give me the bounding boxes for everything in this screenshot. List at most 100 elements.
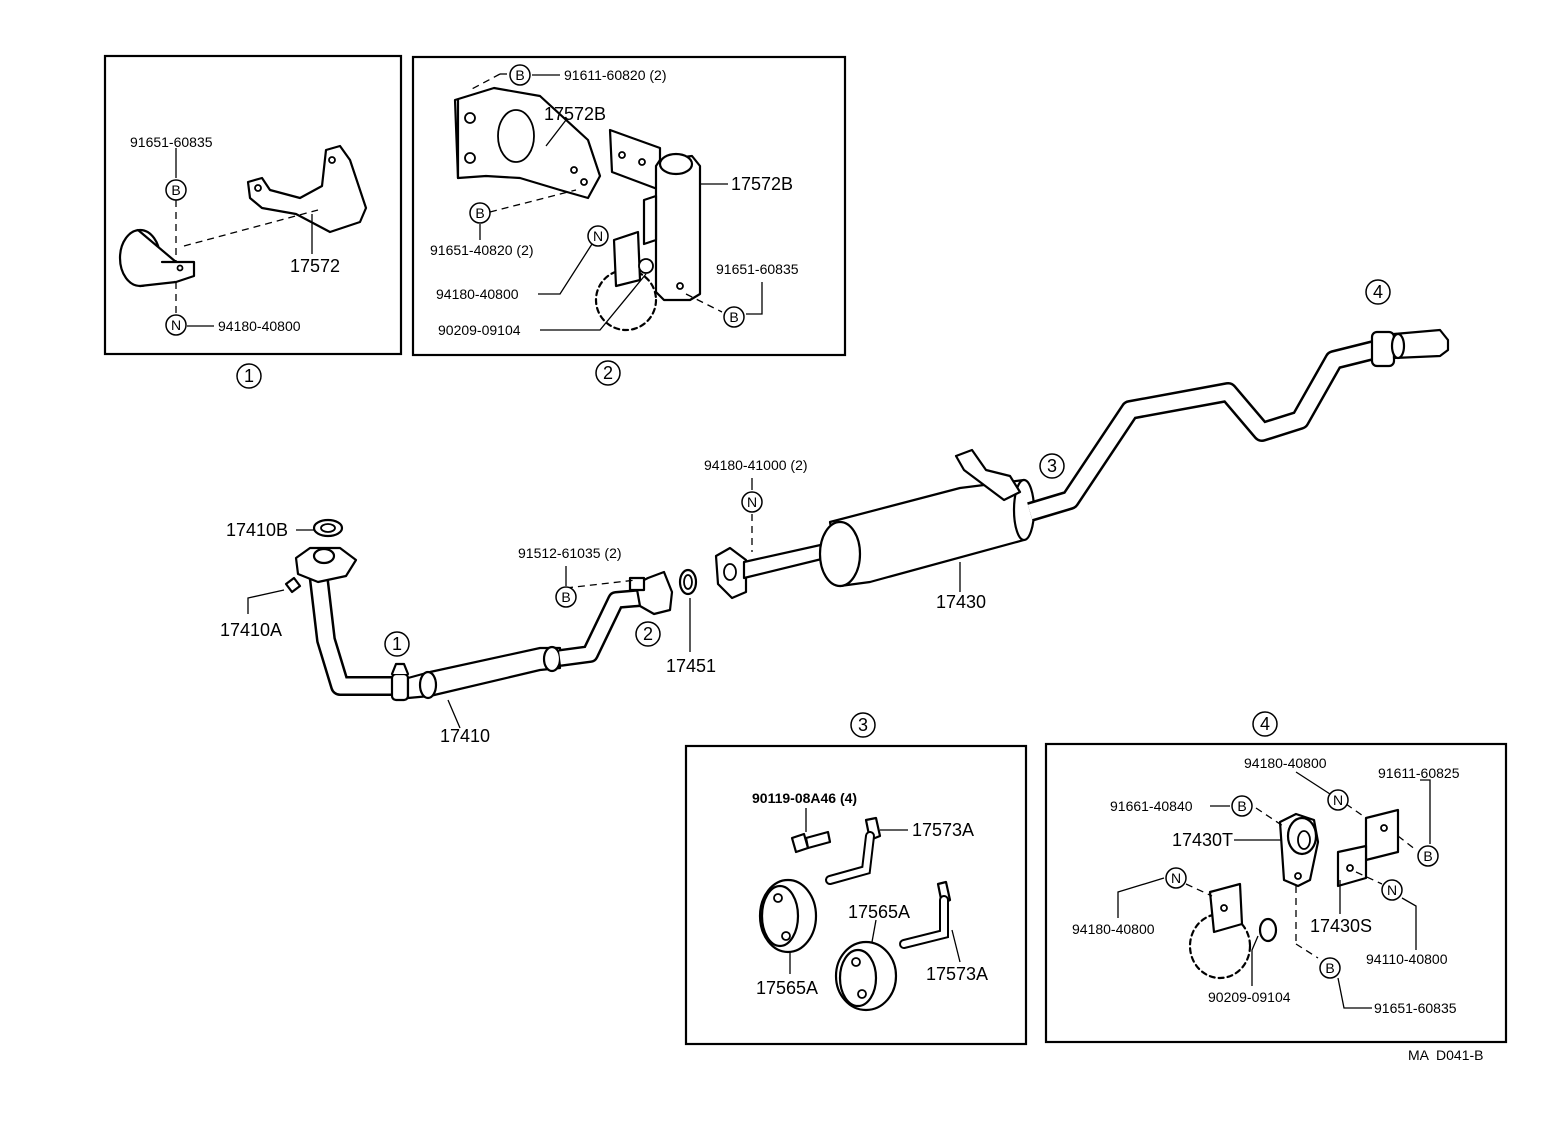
leader-line — [1337, 977, 1372, 1009]
nut-symbol-letter: N — [1171, 870, 1181, 886]
bracket-17430s — [1364, 808, 1400, 862]
detail-1-frame — [103, 54, 403, 356]
leader-line — [1295, 771, 1331, 795]
view-1-callout-number: 1 — [392, 634, 402, 654]
detail-3-frame — [684, 744, 1028, 1046]
view-2-marker — [595, 360, 621, 386]
guide-line — [1185, 883, 1213, 897]
guide-line — [469, 73, 501, 91]
bolt-symbol — [165, 179, 187, 201]
nut-symbol — [1327, 789, 1349, 811]
pipe-joint — [418, 670, 438, 700]
label-washer-90209-09104: 90209-09104 — [1208, 989, 1291, 1005]
washer — [638, 258, 654, 274]
nut-symbol-letter: N — [1333, 792, 1343, 808]
view-1-number: 1 — [244, 366, 254, 386]
hanger-plate — [654, 154, 702, 302]
gasket-hole — [683, 574, 693, 590]
bolt-symbol — [723, 306, 745, 328]
guide-line — [565, 579, 637, 589]
detail-2-frame — [411, 55, 847, 357]
bolt-symbol — [469, 202, 491, 224]
front-pipe-flange — [294, 546, 358, 584]
leader-line — [1420, 779, 1431, 844]
insulator-hole — [851, 957, 861, 967]
guide-line — [489, 189, 577, 213]
bracket-hole — [580, 178, 588, 186]
gasket-hole — [320, 523, 336, 533]
detail-3: 90119-08A46 (4) 17573A 17565A 17565A 175… — [684, 744, 1028, 1046]
view-3-number: 3 — [858, 715, 868, 735]
clamp-2 — [628, 576, 646, 592]
label-bolt-90119-08a46: 90119-08A46 (4) — [752, 790, 857, 806]
leader-line — [1117, 877, 1165, 918]
nut-symbol — [1381, 879, 1403, 901]
bracket-17572 — [246, 144, 368, 234]
detail-1: 91651-60835 B 17572 N 94180-40800 — [103, 54, 403, 356]
bracket-hole — [618, 151, 626, 159]
bolt-symbol — [1231, 795, 1253, 817]
guide-line — [1355, 871, 1383, 885]
tail-pipe-joint — [1390, 332, 1406, 360]
insulator-face — [760, 884, 800, 948]
tail-pipe-tip — [1392, 328, 1450, 360]
bolt-symbol — [1319, 957, 1341, 979]
label-tail-pipe-17430: 17430 — [936, 592, 986, 612]
nut-17410a — [284, 576, 302, 594]
leader-line — [1401, 897, 1417, 950]
label-bolt-91611-60825: 91611-60825 — [1378, 765, 1460, 781]
label-nut-94180-41000: 94180-41000 (2) — [704, 457, 808, 473]
clamp-1-tab — [390, 662, 410, 676]
insulator-hole — [857, 989, 867, 999]
bolt-symbol-letter: B — [515, 67, 524, 83]
label-front-pipe-17410: 17410 — [440, 726, 490, 746]
label-nut-94180-40800: 94180-40800 — [436, 286, 519, 302]
view-4-number: 4 — [1260, 714, 1270, 734]
guide-line — [685, 293, 723, 313]
bolt-symbol-letter: B — [1423, 848, 1432, 864]
support-hole — [1294, 872, 1302, 880]
guide-line — [1345, 803, 1367, 819]
tail-pipe-fill — [1027, 342, 1376, 520]
bolt-symbol-letter: B — [475, 205, 484, 221]
insulator-hole — [773, 893, 783, 903]
view-2-number: 2 — [603, 363, 613, 383]
leader-line — [871, 919, 877, 943]
label-washer-90209-09104: 90209-09104 — [438, 322, 521, 338]
view-3-callout — [1039, 453, 1065, 479]
leader-line — [746, 282, 763, 315]
bracket-hole — [254, 184, 262, 192]
hanger-tab — [642, 194, 658, 246]
label-nut-94180-40800-top: 94180-40800 — [1244, 755, 1327, 771]
label-bolt-91651-60835: 91651-60835 — [130, 134, 213, 150]
label-nut-94110-40800: 94110-40800 — [1366, 951, 1448, 967]
front-pipe-17410 — [406, 646, 562, 700]
drawing-code: MA D041-B — [1408, 1047, 1483, 1063]
bracket-17572b-right — [608, 128, 662, 192]
nut-symbol-letter: N — [171, 317, 181, 333]
bolt-symbol-letter: B — [729, 309, 738, 325]
nut-symbol — [741, 491, 763, 513]
hanger-hole — [676, 282, 684, 290]
detail-4-frame — [1044, 742, 1508, 1044]
flange-port — [312, 547, 336, 565]
bolt-symbol-letter: B — [171, 182, 180, 198]
label-hanger-17573a-lower: 17573A — [926, 964, 988, 984]
label-gasket-17451: 17451 — [666, 656, 716, 676]
view-4-callout-number: 4 — [1373, 282, 1383, 302]
hanger-rod-fill — [827, 833, 873, 883]
label-bolt-91661-40840: 91661-40840 — [1110, 798, 1193, 814]
nut-symbol-letter: N — [593, 228, 603, 244]
pipe-joint — [542, 645, 562, 673]
flange-port — [723, 563, 737, 581]
label-insulator-17565a-upper: 17565A — [848, 902, 910, 922]
guide-line — [1295, 943, 1319, 959]
clamp-hole — [1220, 904, 1228, 912]
label-bracket-17572b-left: 17572B — [544, 104, 606, 124]
view-2-callout — [635, 621, 661, 647]
muffler-hanger — [954, 448, 1022, 502]
view-4-marker — [1252, 711, 1278, 737]
bracket-hole — [464, 152, 476, 164]
clamp-bracket — [612, 230, 642, 288]
clamp-tab — [160, 260, 196, 284]
